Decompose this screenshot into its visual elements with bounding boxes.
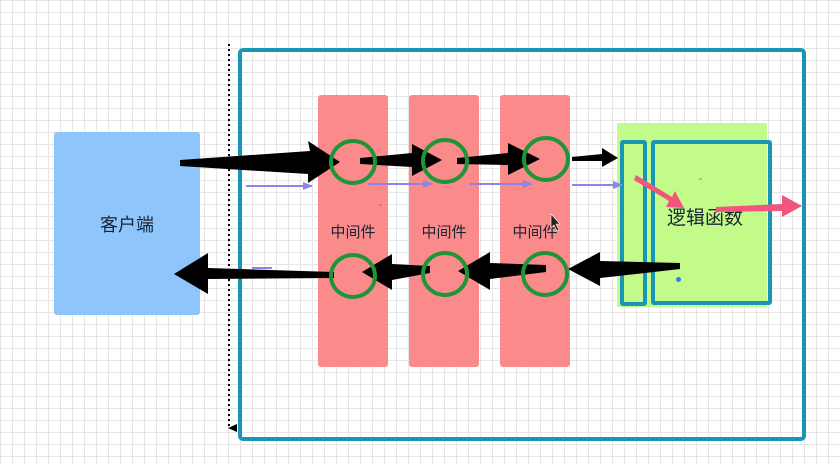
- middleware-label-2: 中间件: [421, 223, 467, 241]
- middleware-circles: [329, 136, 570, 299]
- black-response-arrows: [174, 252, 680, 294]
- client-box: 客户端: [54, 132, 200, 315]
- client-label: 客户端: [100, 214, 154, 235]
- logic-function-label: 逻辑函数: [666, 208, 743, 229]
- middleware-label-1: 中间件: [330, 223, 376, 241]
- purple-request-arrows: [246, 180, 623, 190]
- logic-function-box: [651, 140, 772, 305]
- middleware-label-3: 中间件: [512, 223, 558, 241]
- blue-dot: [676, 277, 681, 282]
- logic-background: [617, 123, 767, 307]
- pink-arrows: [634, 175, 802, 217]
- tick-mark-2: ˆ: [699, 177, 702, 187]
- tick-mark-1: ˆ: [379, 203, 382, 213]
- mouse-cursor-icon: [550, 213, 561, 232]
- server-frame: [238, 48, 806, 441]
- black-request-arrows: [180, 141, 618, 183]
- logic-entry-bar: [620, 140, 647, 306]
